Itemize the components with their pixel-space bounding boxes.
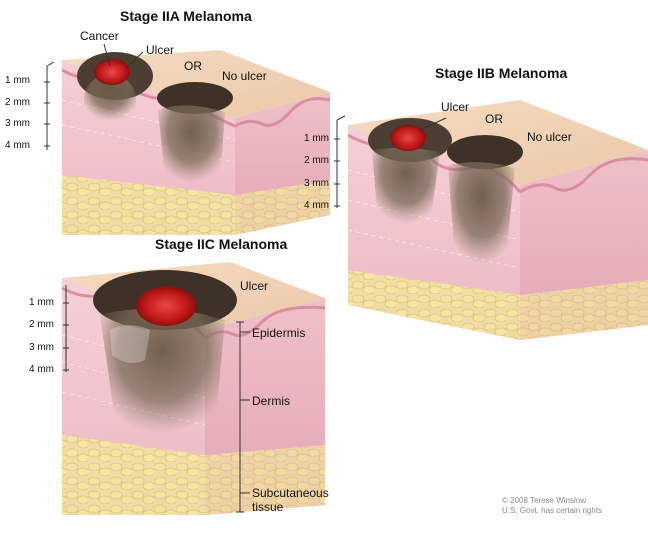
label-epidermis: Epidermis [252,326,306,340]
depth-iic-1: 1 mm [29,297,54,308]
block-stage-iia [61,50,331,235]
title-stage-iib: Stage IIB Melanoma [435,65,568,81]
label-subcutaneous: Subcutaneous [252,486,329,500]
depth-iib-3: 3 mm [304,178,329,189]
label-cancer: Cancer [80,29,119,43]
depth-iic-2: 2 mm [29,319,54,330]
label-or-iib: OR [485,112,503,126]
layer-bracket [236,321,250,513]
depth-iib-4: 4 mm [304,200,329,211]
label-dermis: Dermis [252,394,290,408]
label-ulcer-iic: Ulcer [240,279,269,293]
depth-iia-1: 1 mm [5,75,30,86]
depth-iia-4: 4 mm [5,140,30,151]
depth-iic-4: 4 mm [29,364,54,375]
label-or-iia: OR [184,59,202,73]
copyright-line-1: © 2008 Terese Winslow [502,496,587,505]
depth-scale-iia [44,61,55,150]
label-no-ulcer-iia: No ulcer [222,69,267,83]
title-stage-iic: Stage IIC Melanoma [155,236,288,252]
depth-scale-iic [63,285,69,372]
block-stage-iic [61,262,326,515]
depth-scale-iib [334,115,346,208]
depth-iia-2: 2 mm [5,97,30,108]
label-ulcer-iib: Ulcer [441,100,470,114]
copyright-line-2: U.S. Govt. has certain rights [502,506,603,515]
title-stage-iia: Stage IIA Melanoma [120,8,252,24]
depth-iia-3: 3 mm [5,118,30,129]
label-tissue: tissue [252,500,284,514]
label-ulcer-iia: Ulcer [146,43,175,57]
depth-iib-1: 1 mm [304,133,329,144]
depth-iic-3: 3 mm [29,342,54,353]
block-stage-iib [347,100,648,340]
label-no-ulcer-iib: No ulcer [527,130,572,144]
leader-lines [103,43,447,301]
depth-iib-2: 2 mm [304,155,329,166]
